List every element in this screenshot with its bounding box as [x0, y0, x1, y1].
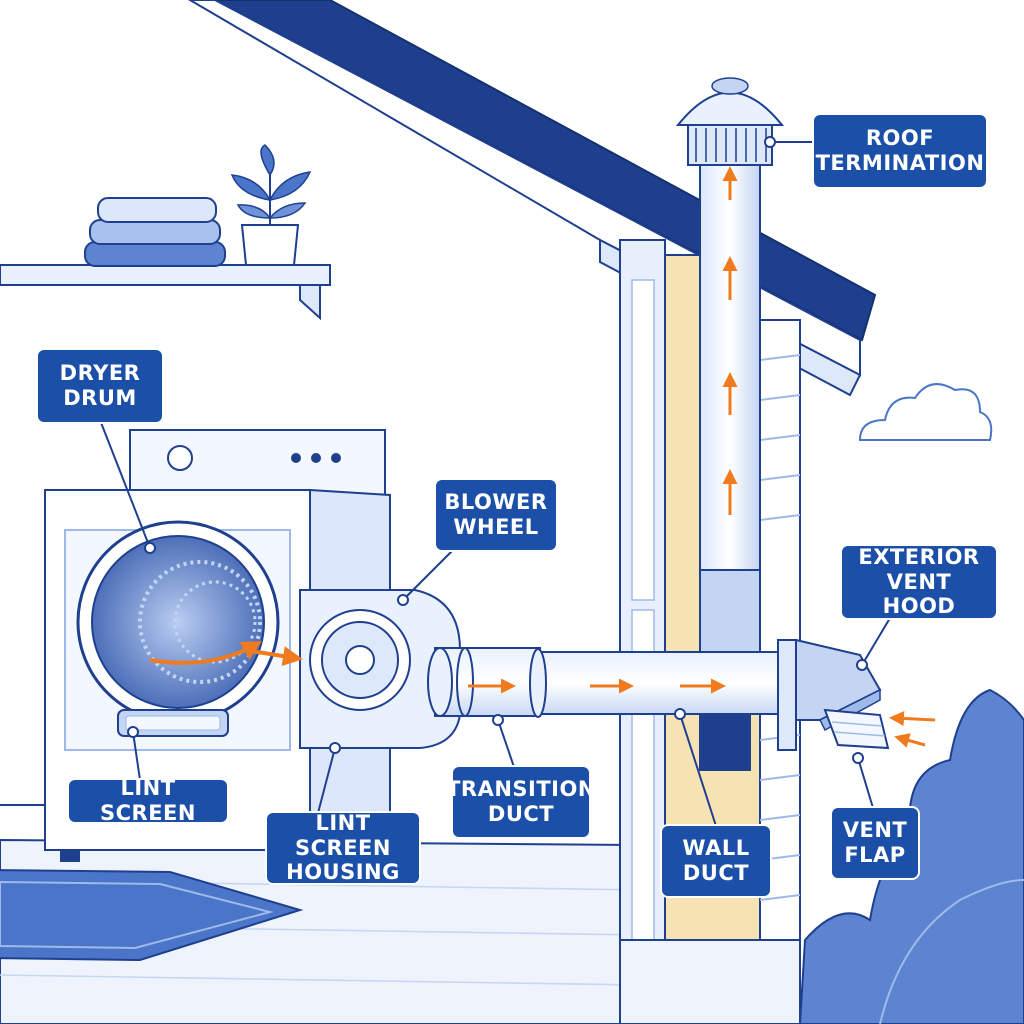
label-wall-duct: WALL DUCT	[662, 826, 770, 896]
label-wall-duct-text: WALL DUCT	[682, 836, 750, 885]
label-dryer-drum-text: DRYER DRUM	[59, 361, 141, 410]
floor-mat	[0, 869, 304, 962]
label-vent-flap-text: VENT FLAP	[842, 818, 908, 867]
label-vent-flap: VENT FLAP	[832, 808, 918, 878]
vent-flap	[823, 708, 890, 750]
shelf	[0, 264, 331, 321]
label-lint-screen: LINT SCREEN	[69, 776, 227, 825]
exterior-vent-hood	[777, 638, 882, 751]
label-lint-screen-housing: LINT SCREEN HOUSING	[267, 810, 419, 885]
label-roof-termination-text: ROOF TERMINATION	[815, 126, 985, 175]
wall-duct	[529, 648, 791, 718]
label-blower-wheel-text: BLOWER WHEEL	[444, 490, 548, 539]
blower-housing	[299, 589, 461, 749]
cloud	[858, 383, 993, 441]
potted-plant	[230, 144, 312, 266]
towels	[84, 197, 226, 267]
label-transition-duct-text: TRANSITION DUCT	[446, 777, 596, 826]
label-transition-duct: TRANSITION DUCT	[446, 767, 595, 837]
airflow-arrows	[149, 166, 936, 748]
label-blower-wheel: BLOWER WHEEL	[436, 480, 556, 550]
label-roof-termination: ROOF TERMINATION	[814, 115, 986, 187]
lint-screen	[117, 709, 229, 737]
label-dryer-drum: DRYER DRUM	[38, 350, 162, 422]
dryer-drum	[76, 520, 280, 724]
label-lint-screen-housing-text: LINT SCREEN HOUSING	[286, 810, 400, 885]
transition-duct	[427, 647, 541, 717]
leader-lines	[99, 136, 891, 827]
label-exterior-vent-hood-text: EXTERIOR VENT HOOD	[858, 544, 980, 619]
label-lint-screen-text: LINT SCREEN	[100, 776, 196, 825]
label-exterior-vent-hood: EXTERIOR VENT HOOD	[842, 544, 996, 619]
